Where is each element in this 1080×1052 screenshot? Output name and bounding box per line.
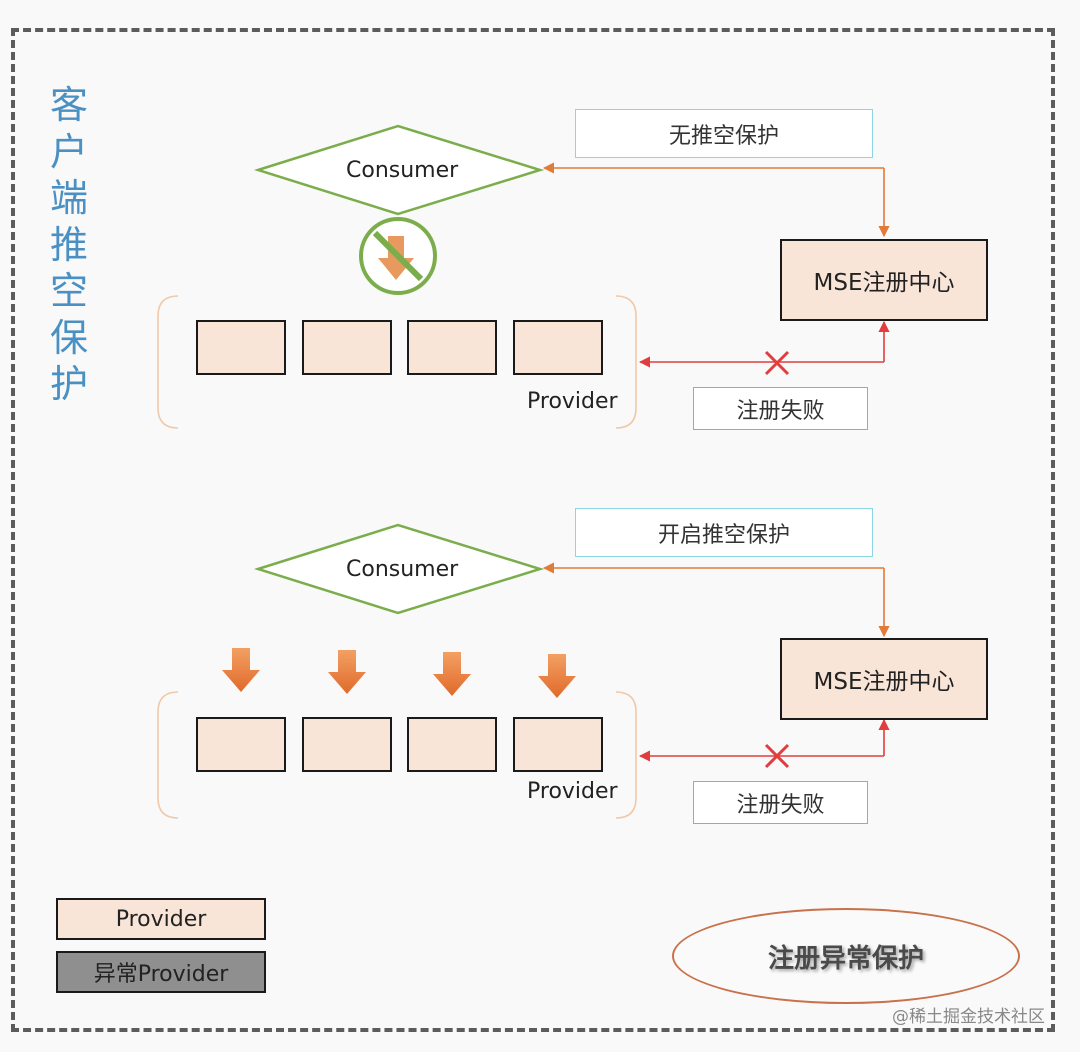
provider-bracket-bottom-right [615, 691, 637, 819]
registry-box-top: MSE注册中心 [780, 239, 988, 321]
provider-box [196, 320, 286, 375]
title-char: 推 [49, 222, 88, 267]
register-fail-label-bottom: 注册失败 [693, 781, 868, 824]
title-char: 保 [49, 315, 88, 360]
register-fail-label-top: 注册失败 [693, 387, 868, 430]
vertical-title: 客 户 端 推 空 保 护 [48, 82, 90, 408]
legend-abnormal-provider: 异常Provider [56, 951, 266, 993]
provider-bracket-top-right [615, 295, 637, 429]
provider-box [196, 717, 286, 772]
title-char: 户 [49, 129, 88, 174]
push-status-label-bottom: 开启推空保护 [575, 508, 873, 557]
push-down-arrow-icon [222, 648, 260, 692]
push-down-arrow-icon [538, 654, 576, 698]
provider-group-label-top: Provider [527, 389, 618, 414]
consumer-diamond-top [253, 124, 545, 216]
registry-box-bottom: MSE注册中心 [780, 638, 988, 720]
legend-provider: Provider [56, 898, 266, 940]
fail-cross-bottom [764, 743, 790, 769]
fail-cross-top [764, 350, 790, 376]
title-char: 端 [49, 176, 88, 220]
title-char: 空 [49, 269, 88, 313]
title-char: 护 [49, 362, 88, 406]
push-down-arrow-icon [433, 652, 471, 696]
provider-bracket-bottom [157, 691, 179, 819]
consumer-diamond-bottom [253, 523, 545, 615]
title-char: 客 [49, 83, 88, 127]
provider-box [407, 717, 497, 772]
provider-bracket-top [157, 295, 179, 429]
consumer-label-bottom: Consumer [346, 557, 459, 582]
protection-badge: 注册异常保护 [672, 908, 1020, 1004]
push-status-label-top: 无推空保护 [575, 109, 873, 158]
provider-box [407, 320, 497, 375]
no-push-icon [359, 217, 437, 295]
push-down-arrow-icon [328, 650, 366, 694]
diagram-frame [11, 28, 1055, 1032]
watermark: @稀土掘金技术社区 [892, 1007, 1045, 1027]
consumer-label-top: Consumer [346, 158, 459, 183]
provider-group-label-bottom: Provider [527, 779, 618, 804]
provider-box [513, 320, 603, 375]
provider-box [302, 717, 392, 772]
provider-box [513, 717, 603, 772]
provider-box [302, 320, 392, 375]
